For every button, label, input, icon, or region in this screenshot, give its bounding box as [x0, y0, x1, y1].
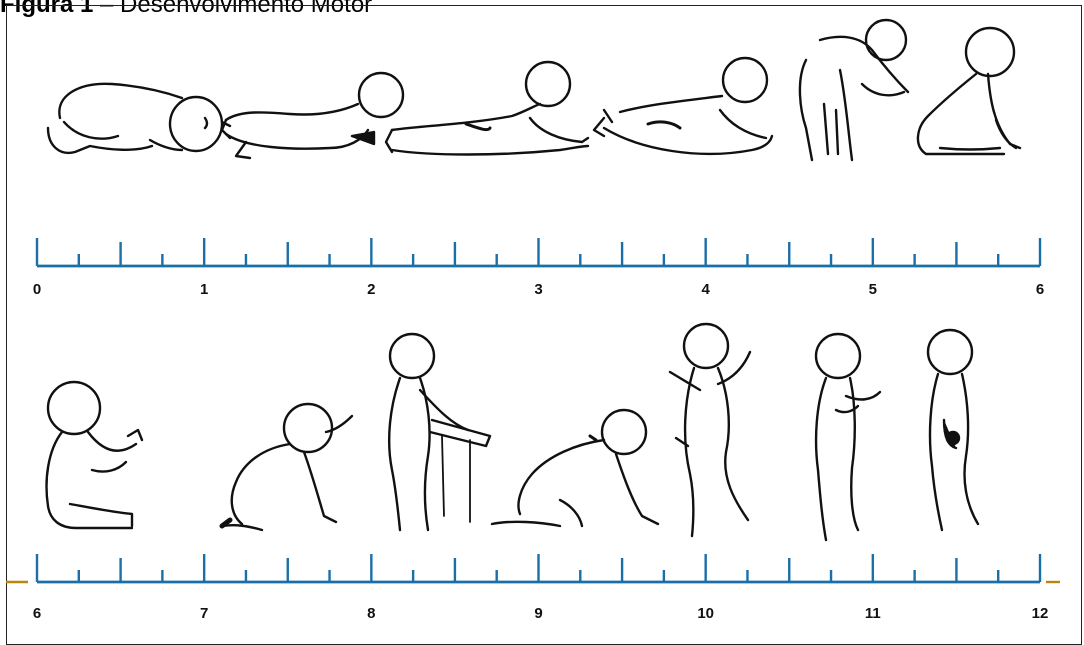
sitting-icon	[47, 382, 142, 528]
month-tick-label: 10	[697, 605, 714, 622]
month-tick-label: 1	[200, 281, 208, 298]
month-tick-label: 11	[865, 605, 881, 622]
month-tick-label: 8	[367, 605, 375, 622]
prone-forearm-support-icon	[386, 62, 588, 155]
tripod-sitting-icon	[918, 28, 1020, 154]
prone-chest-up-icon	[594, 58, 772, 154]
prone-head-lift-icon	[222, 73, 403, 158]
prone-flexed-icon	[48, 84, 222, 153]
month-tick-label: 12	[1032, 605, 1049, 622]
timeline-6-12-months: 6 7 8 9 10 11 12	[6, 554, 1060, 622]
cruising-walking-icon	[670, 324, 750, 536]
walking-icon	[928, 330, 978, 530]
standing-with-support-icon	[389, 334, 490, 530]
month-tick-label: 6	[33, 605, 41, 622]
month-tick-label: 9	[534, 605, 542, 622]
month-tick-label: 6	[1036, 281, 1044, 298]
standing-alone-icon	[816, 334, 880, 540]
supported-standing-icon	[800, 20, 908, 160]
month-tick-label: 5	[869, 281, 877, 298]
crawling-reaching-icon	[222, 404, 352, 530]
month-tick-label: 0	[33, 281, 41, 298]
motor-development-figure: Figura 1 – Desenvolvimento Motor	[0, 0, 1084, 629]
timeline-0-6-months: 0 1 2 3 4 5 6	[33, 238, 1044, 298]
month-tick-label: 2	[367, 281, 375, 298]
month-tick-label: 3	[534, 281, 542, 298]
crawling-icon	[492, 410, 658, 526]
month-tick-label: 4	[701, 281, 710, 298]
month-tick-label: 7	[200, 605, 208, 622]
